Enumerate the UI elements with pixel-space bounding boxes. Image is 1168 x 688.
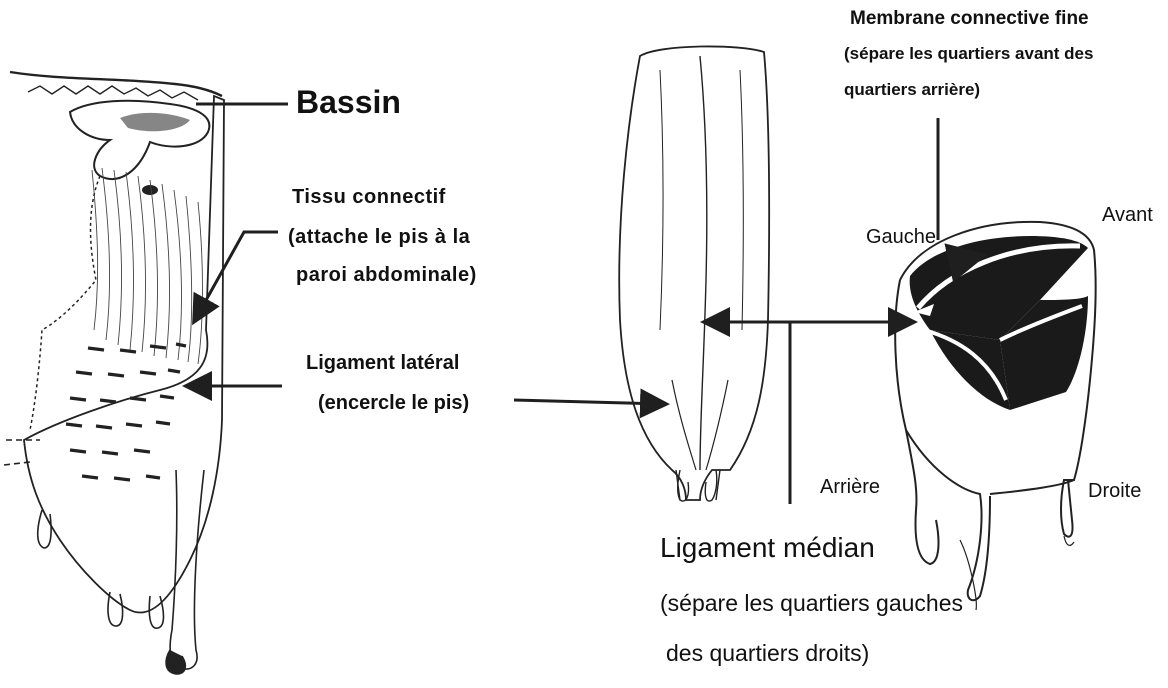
label-membrane-connective-line3: quartiers arrière)	[844, 80, 980, 100]
label-ligament-lateral-line2: (encercle le pis)	[318, 392, 469, 415]
label-arriere: Arrière	[820, 476, 880, 499]
side-view-udder-drawing	[4, 72, 224, 674]
label-tissu-connectif-line3: paroi abdominale)	[296, 264, 477, 287]
label-tissu-connectif-line2: (attache le pis à la	[288, 226, 470, 249]
label-bassin: Bassin	[296, 84, 401, 121]
udder-quarters-cutaway-drawing	[895, 222, 1095, 610]
label-ligament-median-line3: des quartiers droits)	[666, 640, 869, 667]
right-pointer-lines	[514, 118, 938, 504]
label-gauche: Gauche	[866, 226, 936, 249]
label-ligament-lateral: Ligament latéral	[306, 352, 459, 375]
label-membrane-connective: Membrane connective fine	[850, 8, 1089, 30]
rear-view-udder-drawing	[619, 46, 769, 501]
label-tissu-connectif: Tissu connectif	[292, 186, 446, 209]
label-droite: Droite	[1088, 480, 1141, 503]
label-avant: Avant	[1102, 204, 1153, 227]
label-ligament-median-line2: (sépare les quartiers gauches	[660, 590, 963, 617]
left-pointer-lines	[188, 104, 288, 386]
label-membrane-connective-line2: (sépare les quartiers avant des	[844, 44, 1093, 64]
label-ligament-median: Ligament médian	[660, 532, 875, 564]
